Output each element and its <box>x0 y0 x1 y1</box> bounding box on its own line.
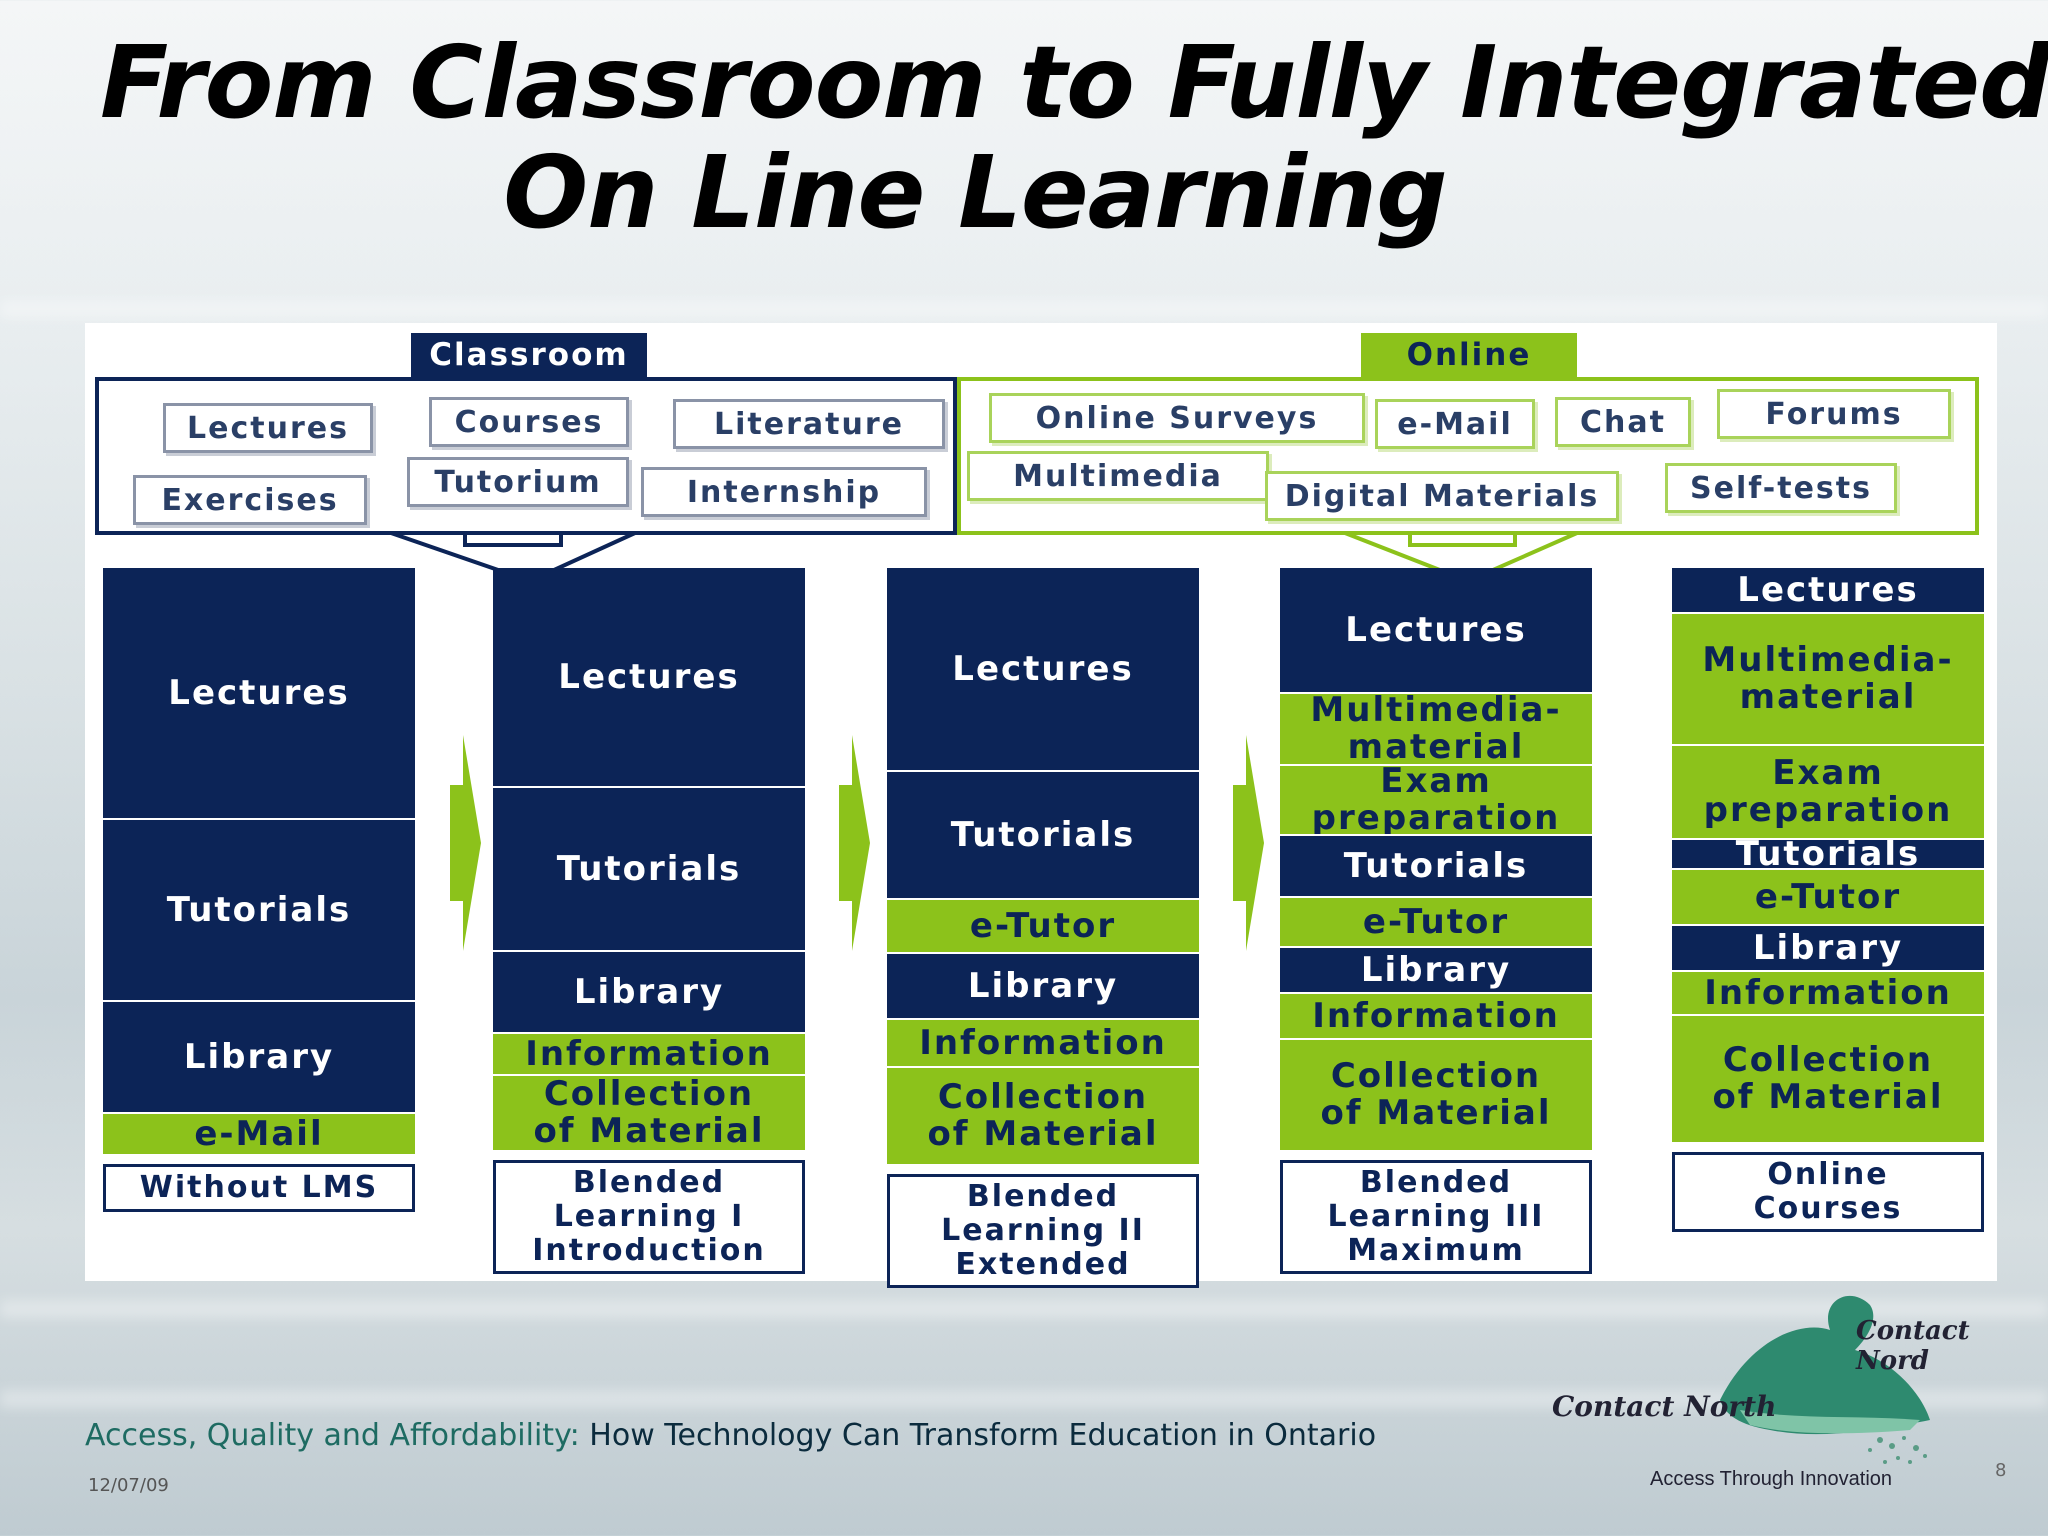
segment-tutorials: Tutorials <box>887 770 1199 898</box>
footer-subtitle: Access, Quality and Affordability: How T… <box>85 1418 1376 1453</box>
segment-lectures: Lectures <box>1280 568 1592 692</box>
segment-collection-of-material: Collection of Material <box>1672 1014 1984 1142</box>
logo-contact-north: Contact North <box>1552 1390 1777 1423</box>
column-caption: Blended Learning II Extended <box>887 1174 1199 1288</box>
logo-tagline: Access Through Innovation <box>1650 1468 1893 1490</box>
classroom-tag-exercises: Exercises <box>133 475 367 525</box>
segment-collection-of-material: Collection of Material <box>1280 1038 1592 1150</box>
online-tag-email: e-Mail <box>1375 399 1535 449</box>
progression-arrows <box>450 735 1264 951</box>
segment-exam-preparation: Exam preparation <box>1280 763 1592 837</box>
learning-model-diagram: Classroom Online Lectures Courses Litera… <box>85 323 1997 1288</box>
title-line-2: On Line Learning <box>503 134 1447 251</box>
title-line-1: From Classroom to Fully Integrated <box>100 24 2048 141</box>
progression-arrow-1 <box>450 735 481 951</box>
classroom-header: Classroom <box>411 333 647 377</box>
slide-title: From Classroom to Fully Integrated On Li… <box>100 24 2048 251</box>
segment-information: Information <box>887 1018 1199 1066</box>
segment-information: Information <box>493 1032 805 1074</box>
segment-multimedia-material: Multimedia- material <box>1280 692 1592 766</box>
segment-library: Library <box>887 952 1199 1018</box>
online-tag-forums: Forums <box>1717 389 1951 439</box>
online-header: Online <box>1361 333 1577 377</box>
column-caption: Blended Learning I Introduction <box>493 1160 805 1274</box>
segment-tutorials: Tutorials <box>103 818 415 1000</box>
segment-tutorials: Tutorials <box>1672 835 1984 872</box>
segment-library: Library <box>1280 946 1592 992</box>
online-tag-multimedia: Multimedia <box>967 451 1269 501</box>
classroom-tag-literature: Literature <box>673 399 945 449</box>
classroom-tag-courses: Courses <box>429 397 629 447</box>
segment-collection-of-material: Collection of Material <box>493 1074 805 1150</box>
contact-north-logo: Contact Nord Contact North Access Throug… <box>1540 1280 2020 1500</box>
logo-contact-nord: Contact Nord <box>1856 1316 1970 1376</box>
slide-date: 12/07/09 <box>88 1475 169 1496</box>
column-caption: Blended Learning III Maximum <box>1280 1160 1592 1274</box>
footer-subtitle-rest: How Technology Can Transform Education i… <box>579 1418 1377 1453</box>
segment-tutorials: Tutorials <box>493 786 805 950</box>
classroom-tag-tutorium: Tutorium <box>407 457 629 507</box>
segment-e-tutor: e-Tutor <box>1280 896 1592 946</box>
classroom-tag-lectures: Lectures <box>163 403 373 453</box>
column-caption: Without LMS <box>103 1164 415 1212</box>
segment-lectures: Lectures <box>493 568 805 786</box>
segment-library: Library <box>1672 924 1984 970</box>
segment-lectures: Lectures <box>1672 568 1984 612</box>
segment-information: Information <box>1672 970 1984 1014</box>
segment-lectures: Lectures <box>103 568 415 818</box>
online-tag-online-surveys: Online Surveys <box>989 393 1365 443</box>
classroom-tag-internship: Internship <box>641 467 927 517</box>
footer-subtitle-highlight: Access, Quality and Affordability: <box>85 1418 580 1453</box>
segment-e-mail: e-Mail <box>103 1112 415 1154</box>
segment-collection-of-material: Collection of Material <box>887 1066 1199 1164</box>
segment-tutorials: Tutorials <box>1280 834 1592 896</box>
progression-arrow-2 <box>839 735 870 951</box>
segment-e-tutor: e-Tutor <box>887 898 1199 952</box>
segment-multimedia-material: Multimedia- material <box>1672 612 1984 744</box>
segment-library: Library <box>493 950 805 1032</box>
online-tag-chat: Chat <box>1555 397 1691 447</box>
segment-library: Library <box>103 1000 415 1112</box>
online-tag-self-tests: Self-tests <box>1665 463 1897 513</box>
segment-e-tutor: e-Tutor <box>1672 868 1984 924</box>
online-tag-digital-materials: Digital Materials <box>1265 471 1619 521</box>
loon-icon <box>1720 1295 1930 1464</box>
segment-lectures: Lectures <box>887 568 1199 770</box>
segment-exam-preparation: Exam preparation <box>1672 744 1984 838</box>
column-caption: Online Courses <box>1672 1152 1984 1232</box>
segment-information: Information <box>1280 992 1592 1038</box>
progression-arrow-3 <box>1233 735 1264 951</box>
page-number: 8 <box>1995 1460 2007 1481</box>
